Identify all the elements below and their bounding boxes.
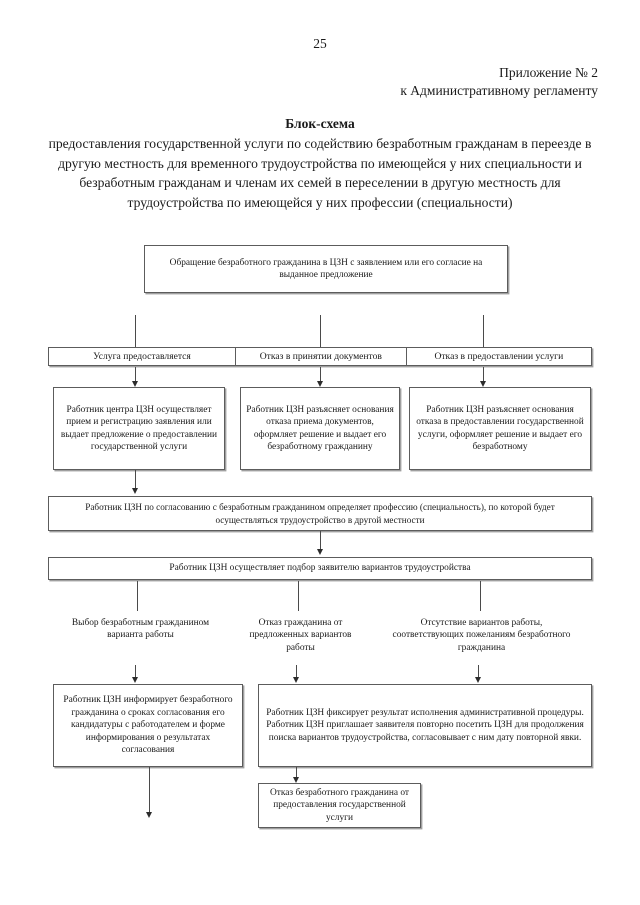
- arrowhead-to-inform: [132, 677, 138, 683]
- arrowhead-to-record-right: [475, 677, 481, 683]
- flow-node-record-text: Работник ЦЗН фиксирует результат исполне…: [266, 707, 584, 743]
- flow-node-start-text: Обращение безработного гражданина в ЦЗН …: [169, 257, 483, 280]
- branch-label-3: Отсутствие вариантов работы, соответству…: [389, 617, 574, 661]
- connector-selection-to-branch-2: [298, 581, 299, 611]
- document-title: Блок-схема: [285, 116, 355, 131]
- flow-node-outcome-2-text: Работник ЦЗН разъясняет основания отказа…: [246, 404, 394, 452]
- appendix-line-2: к Административному регламенту: [400, 83, 598, 98]
- arrowhead-to-box-3: [480, 381, 486, 387]
- outcome-header-cell-1: Услуга предоставляется: [49, 348, 236, 365]
- flow-node-inform-text: Работник ЦЗН информирует безработного гр…: [63, 695, 233, 756]
- flow-node-outcome-3: Работник ЦЗН разъясняет основания отказа…: [409, 387, 591, 470]
- flow-node-outcome-3-text: Работник ЦЗН разъясняет основания отказа…: [416, 404, 584, 452]
- flow-node-selection-text: Работник ЦЗН осуществляет подбор заявите…: [169, 563, 471, 574]
- arrowhead-to-profession: [132, 488, 138, 494]
- arrowhead-inform-terminal: [146, 812, 152, 818]
- branch-label-1: Выбор безработным гражданином варианта р…: [58, 617, 223, 657]
- arrowhead-to-record-left: [293, 677, 299, 683]
- connector-branch3-to-record: [478, 665, 479, 679]
- flow-node-start: Обращение безработного гражданина в ЦЗН …: [144, 245, 508, 293]
- branch-label-1-text: Выбор безработным гражданином варианта р…: [71, 618, 210, 641]
- connector-header-to-box-2: [320, 367, 321, 383]
- arrowhead-to-selection: [317, 549, 323, 555]
- outcome-header-cell-3: Отказ в предоставлении услуги: [434, 351, 564, 362]
- flow-node-inform: Работник ЦЗН информирует безработного гр…: [53, 684, 243, 767]
- connector-profession-to-selection: [320, 531, 321, 551]
- connector-inform-terminal: [149, 767, 150, 814]
- flow-node-profession-text: Работник ЦЗН по согласованию с безработн…: [85, 502, 555, 525]
- connector-selection-to-branch-3: [480, 581, 481, 611]
- arrowhead-to-refusal: [293, 777, 299, 783]
- branch-label-3-text: Отсутствие вариантов работы, соответству…: [392, 618, 571, 653]
- flow-node-record: Работник ЦЗН фиксирует результат исполне…: [258, 684, 592, 767]
- flow-node-outcome-2: Работник ЦЗН разъясняет основания отказа…: [240, 387, 400, 470]
- document-subtitle: предоставления государственной услуги по…: [48, 136, 592, 210]
- flow-node-refusal-text: Отказ безработного гражданина от предост…: [269, 787, 410, 823]
- outcome-header-row: Услуга предоставляется Отказ в принятии …: [48, 347, 592, 366]
- branch-label-2-text: Отказ гражданина от предложенных вариант…: [249, 618, 352, 653]
- connector-header-to-box-1: [135, 367, 136, 383]
- flow-node-selection: Работник ЦЗН осуществляет подбор заявите…: [48, 557, 592, 580]
- connector-header-to-box-3: [483, 367, 484, 383]
- connector-record-to-refusal: [296, 767, 297, 779]
- appendix-line-1: Приложение № 2: [499, 65, 598, 80]
- flow-node-outcome-1-text: Работник центра ЦЗН осуществляет прием и…: [60, 404, 218, 452]
- connector-start-to-header-1: [135, 315, 136, 347]
- flow-node-profession: Работник ЦЗН по согласованию с безработн…: [48, 496, 592, 531]
- connector-branch2-to-record: [296, 665, 297, 679]
- arrowhead-to-box-1: [132, 381, 138, 387]
- arrowhead-to-box-2: [317, 381, 323, 387]
- connector-start-to-header-2: [320, 315, 321, 347]
- branch-label-2: Отказ гражданина от предложенных вариант…: [243, 617, 358, 661]
- connector-branch1-to-inform: [135, 665, 136, 679]
- connector-start-to-header-3: [483, 315, 484, 347]
- flow-node-outcome-1: Работник центра ЦЗН осуществляет прием и…: [53, 387, 225, 470]
- connector-selection-to-branch-1: [137, 581, 138, 611]
- outcome-header-cell-2: Отказ в принятии документов: [236, 348, 407, 365]
- appendix-reference: Приложение № 2 к Административному регла…: [198, 64, 598, 100]
- flow-node-refusal: Отказ безработного гражданина от предост…: [258, 783, 421, 828]
- page-number: 25: [313, 36, 327, 51]
- connector-outcome1-to-profession: [135, 470, 136, 490]
